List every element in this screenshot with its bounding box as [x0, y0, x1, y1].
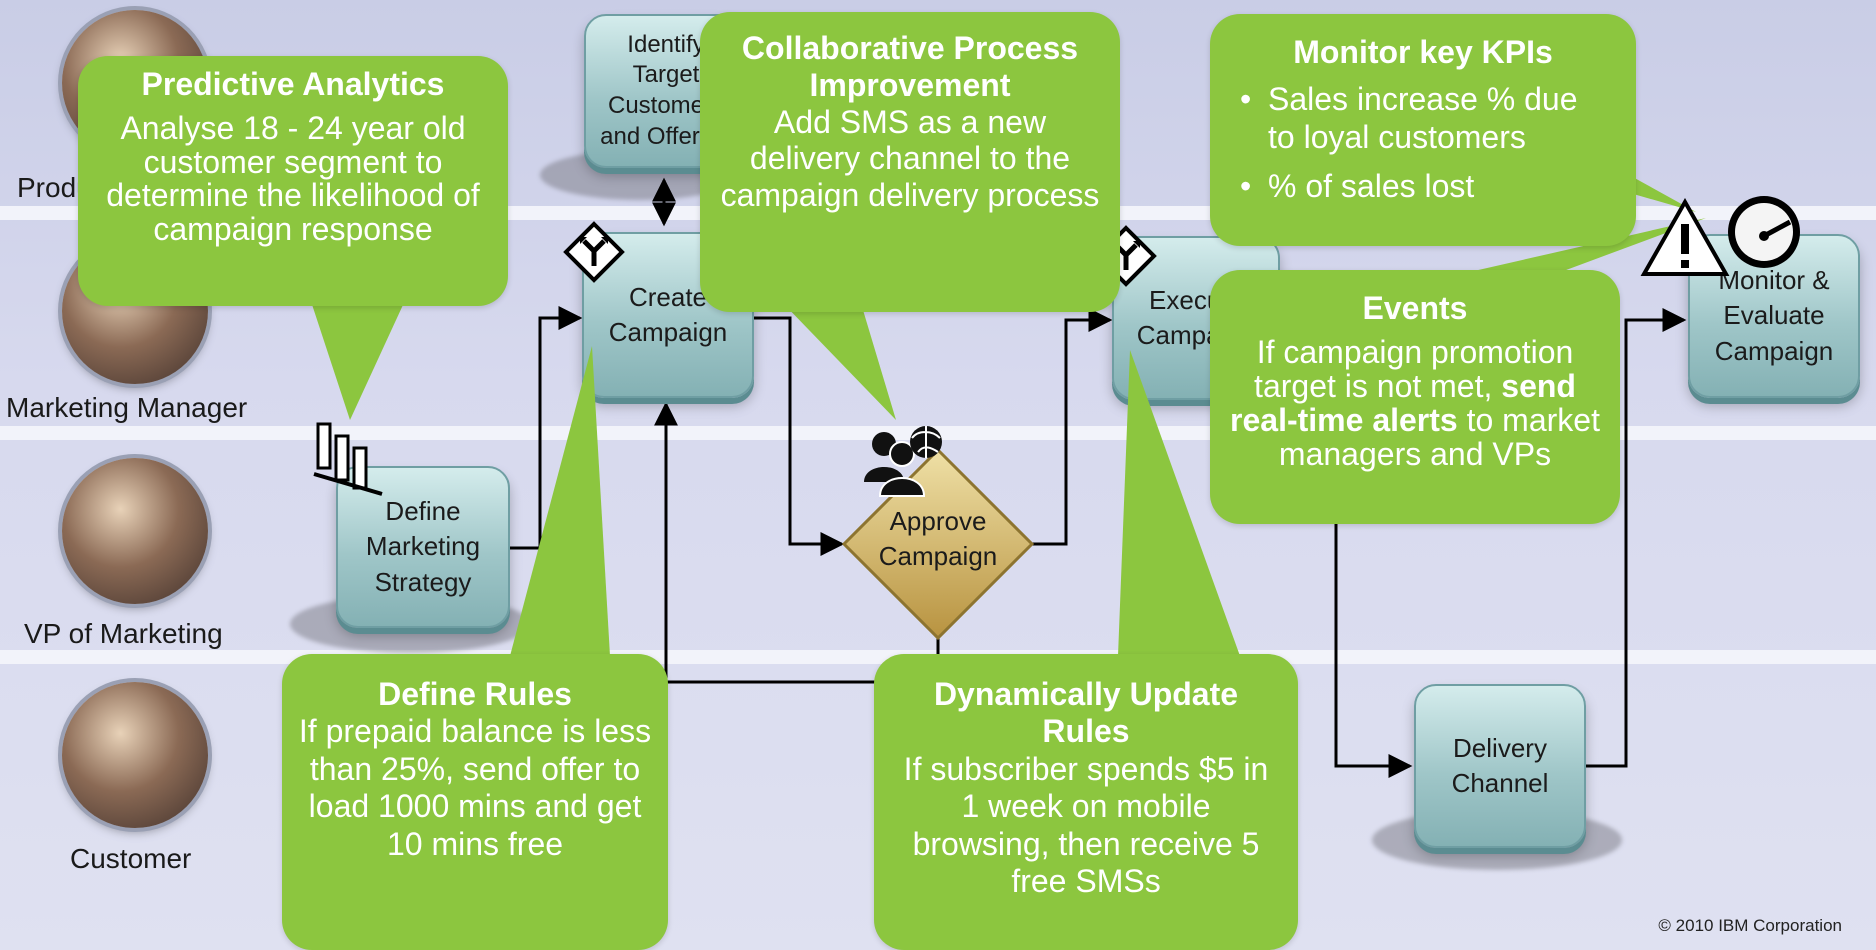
role-label-marketing-manager: Marketing Manager [6, 392, 248, 423]
callout-title: Define Rules [378, 676, 572, 712]
collaborative-callout-tail [780, 300, 896, 420]
dynamic-callout-tail [1118, 350, 1240, 656]
callout-title: Events [1362, 290, 1468, 326]
task-approve-campaign[interactable]: Approve Campaign [878, 506, 998, 572]
people-globe-icon [864, 426, 942, 497]
events-callout-tail [1452, 218, 1706, 276]
customer-avatar [62, 682, 208, 828]
callout-define-rules: Define Rules If prepaid balance is less … [282, 654, 668, 950]
connector-delivery-to-monitor [1584, 308, 1687, 768]
connector-define-to-create [508, 306, 583, 550]
gauge-icon [1728, 196, 1800, 268]
kpi-item: % of sales lost [1234, 168, 1612, 206]
callout-body: If prepaid balance is less than 25%, sen… [298, 713, 652, 862]
callout-collaborative-process: Collaborative Process Improvement Add SM… [700, 12, 1120, 312]
callout-body: Add SMS as a new delivery channel to the… [720, 103, 1100, 214]
connector-approve-to-execute [1032, 308, 1113, 546]
callout-title: Predictive Analytics [141, 66, 445, 102]
callout-predictive-analytics: Predictive Analytics Analyse 18 - 24 yea… [78, 56, 508, 306]
callout-title: Dynamically Update Rules [933, 676, 1239, 750]
callout-dynamic-rules: Dynamically Update Rules If subscriber s… [874, 654, 1298, 950]
callout-body: Analyse 18 - 24 year old customer segmen… [106, 110, 480, 247]
task-define-marketing-strategy[interactable]: Define Marketing Strategy [336, 466, 510, 628]
bar-chart-icon [313, 422, 383, 496]
kpi-item: Sales increase % due to loyal customers [1234, 81, 1612, 156]
callout-events: Events If campaign promotion target is n… [1210, 270, 1620, 524]
role-label-vp-marketing: VP of Marketing [24, 618, 223, 649]
callout-body: If campaign promotion target is not met,… [1230, 333, 1600, 472]
kpi-list: Sales increase % due to loyal customers … [1234, 81, 1612, 206]
warning-icon [1640, 198, 1730, 276]
connector-create-to-approve [752, 316, 845, 556]
copyright-footer: © 2010 IBM Corporation [1658, 916, 1842, 935]
callout-body: If subscriber spends $5 in 1 week on mob… [903, 750, 1269, 900]
predictive-callout-tail [300, 268, 420, 420]
callout-monitor-kpis: Monitor key KPIs Sales increase % due to… [1210, 14, 1636, 246]
callout-title: Monitor key KPIs [1293, 34, 1553, 70]
role-label-customer: Customer [70, 843, 192, 874]
rules-callout-tail [510, 346, 610, 656]
task-delivery-channel[interactable]: Delivery Channel [1414, 684, 1586, 848]
gateway-icon [563, 221, 625, 283]
callout-title: Collaborative Process Improvement [741, 30, 1079, 103]
vp-marketing-avatar [62, 458, 208, 604]
